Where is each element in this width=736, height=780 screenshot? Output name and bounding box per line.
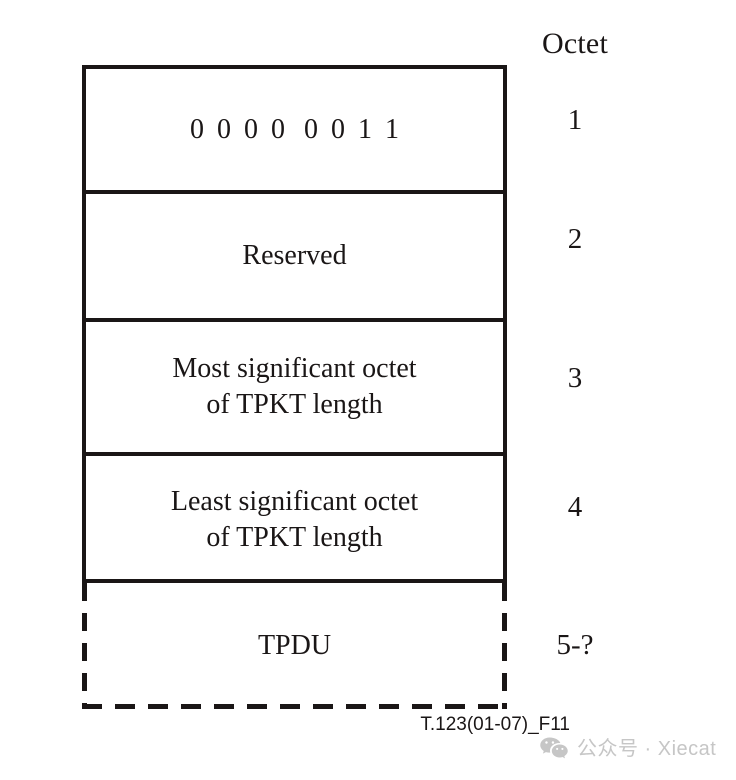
binary-nibble-low: 0 0 1 1 xyxy=(304,112,399,148)
bit: 0 xyxy=(244,113,258,145)
bit: 0 xyxy=(217,113,231,145)
octet-number-3: 3 xyxy=(567,362,583,394)
watermark-text: 公众号 · Xiecat xyxy=(577,738,717,760)
octet-number-1: 1 xyxy=(567,104,583,136)
binary-nibble-high: 0 0 0 0 xyxy=(190,112,285,148)
dashed-border-left xyxy=(82,583,87,709)
bit: 0 xyxy=(190,113,204,145)
octet-number-5-q: 5-? xyxy=(556,629,594,661)
bit: 0 xyxy=(304,113,318,145)
octet-number-2: 2 xyxy=(567,223,583,255)
field-row-octet-4: Least significant octet of TPKT length xyxy=(86,452,503,583)
bit: 0 xyxy=(271,113,285,145)
field-label-msb-length: Most significant octet of TPKT length xyxy=(172,353,417,420)
field-row-tpdu: TPDU xyxy=(82,583,507,709)
octet-column-header: Octet xyxy=(542,27,608,60)
field-row-octet-3: Most significant octet of TPKT length xyxy=(86,318,503,452)
bit: 1 xyxy=(385,113,399,145)
figure-caption: T.123(01-07)_F11 xyxy=(420,714,570,735)
dashed-border-right xyxy=(502,583,507,709)
field-row-octet-1: 0 0 0 0 0 0 1 1 xyxy=(86,69,503,190)
field-label-lsb-length: Least significant octet of TPKT length xyxy=(170,485,419,553)
binary-value-octet-1: 0 0 0 0 0 0 1 1 xyxy=(190,112,399,148)
bit: 1 xyxy=(358,113,372,145)
tpkt-header-field-stack: 0 0 0 0 0 0 1 1 Reserved Most significan… xyxy=(82,65,507,583)
watermark: 公众号 · Xiecat xyxy=(540,736,716,762)
field-label-tpdu: TPDU xyxy=(257,630,332,661)
wechat-icon xyxy=(540,737,568,759)
octet-number-4: 4 xyxy=(567,491,583,523)
bit: 0 xyxy=(331,113,345,145)
field-label-reserved: Reserved xyxy=(242,240,347,271)
dashed-border-bottom xyxy=(82,704,507,709)
field-row-octet-2: Reserved xyxy=(86,190,503,318)
